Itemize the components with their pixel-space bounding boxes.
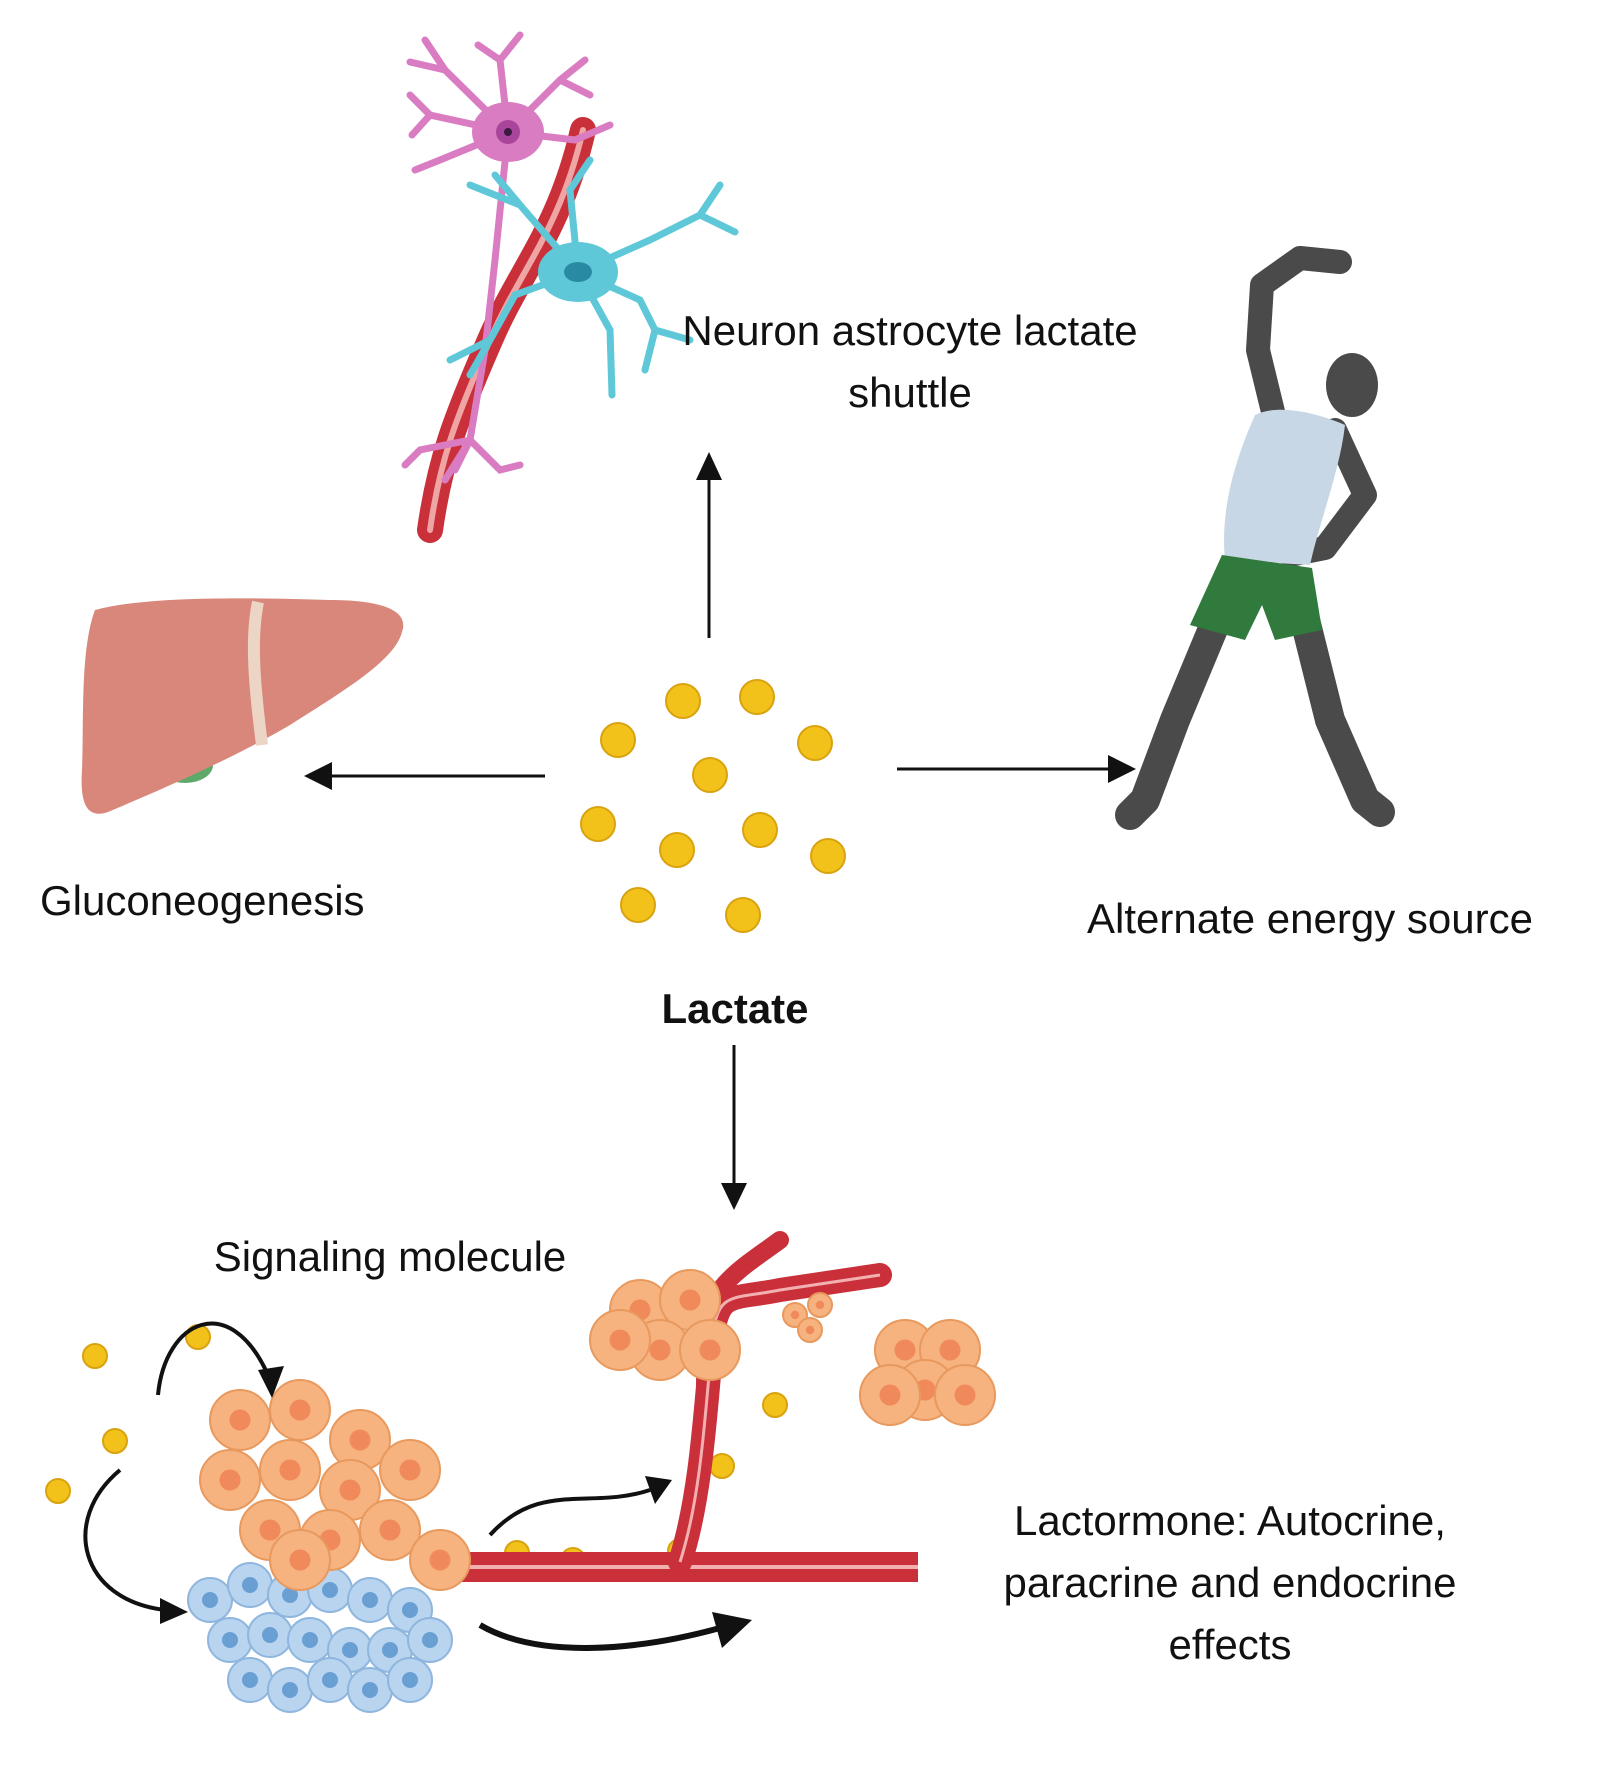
immune-cell: [227, 1657, 273, 1703]
lactormone-line-2: paracrine and endocrine: [1003, 1559, 1457, 1606]
arrow-up-icon: [696, 452, 722, 638]
lactate-dot: [725, 897, 761, 933]
lactate-dot: [102, 1428, 128, 1454]
liver-icon: [81, 598, 404, 814]
gluconeogenesis-label: Gluconeogenesis: [40, 877, 365, 924]
lactate-dot: [580, 806, 616, 842]
signaling-arrows: [83, 1321, 752, 1651]
tumor-cell: [859, 1364, 921, 1426]
lactate-dot: [692, 757, 728, 793]
tumor-cell: [259, 1439, 321, 1501]
immune-cell: [187, 1577, 233, 1623]
exercising-person-icon: [1115, 246, 1395, 830]
arrow-down-icon: [721, 1045, 747, 1210]
immune-cell: [227, 1562, 273, 1608]
immune-cell: [207, 1617, 253, 1663]
tumor-cell: [269, 1379, 331, 1441]
tumor-cell: [807, 1292, 833, 1318]
immune-cell: [347, 1577, 393, 1623]
tumor-cell: [199, 1449, 261, 1511]
signaling-molecule-label: Signaling molecule: [213, 1233, 567, 1280]
lactate-dot: [742, 812, 778, 848]
tumor-cell: [589, 1309, 651, 1371]
immune-cell: [247, 1612, 293, 1658]
lactate-dot: [810, 838, 846, 874]
lactate-dot: [797, 725, 833, 761]
lactate-dot: [620, 887, 656, 923]
immune-cell: [347, 1667, 393, 1713]
tumor-cell: [409, 1529, 471, 1591]
tumor-cell: [209, 1389, 271, 1451]
lactate-dot: [82, 1343, 108, 1369]
tumor-cell: [679, 1319, 741, 1381]
neuron-astrocyte-label: Neuron astrocyte lactate shuttle: [640, 300, 1180, 424]
lactate-dot: [762, 1392, 788, 1418]
arrows: [304, 452, 1136, 1210]
tumor-cell: [934, 1364, 996, 1426]
immune-cell: [267, 1667, 313, 1713]
lactate-dot: [739, 679, 775, 715]
lactate-dot: [665, 683, 701, 719]
tumor-cells-icon: [187, 1269, 996, 1713]
neuron-label-line-1: Neuron astrocyte lactate: [682, 307, 1138, 354]
immune-cell: [407, 1617, 453, 1663]
immune-cell: [287, 1617, 333, 1663]
lactormone-line-3: effects: [1168, 1621, 1292, 1668]
immune-cell: [307, 1657, 353, 1703]
neuron-label-line-2: shuttle: [848, 369, 972, 416]
lactate-dot: [45, 1478, 71, 1504]
arrow-left-icon: [304, 762, 545, 790]
lactormone-line-1: Lactormone: Autocrine,: [1014, 1497, 1446, 1544]
immune-cell: [387, 1657, 433, 1703]
tumor-cell: [659, 1269, 721, 1331]
tumor-cell: [269, 1529, 331, 1591]
neuron-astrocyte-icon: [401, 31, 739, 543]
energy-source-label: Alternate energy source: [1087, 895, 1533, 942]
lactormone-label: Lactormone: Autocrine, paracrine and end…: [940, 1490, 1520, 1676]
tumor-cell: [797, 1317, 823, 1343]
lactate-dot: [600, 722, 636, 758]
lactate-molecules-icon: [45, 679, 846, 1580]
lactate-dot: [709, 1453, 735, 1479]
tumor-cell: [379, 1439, 441, 1501]
arrow-right-icon: [897, 755, 1136, 783]
lactate-label: Lactate: [661, 985, 809, 1032]
tumor-cell: [359, 1499, 421, 1561]
lactate-dot: [659, 832, 695, 868]
